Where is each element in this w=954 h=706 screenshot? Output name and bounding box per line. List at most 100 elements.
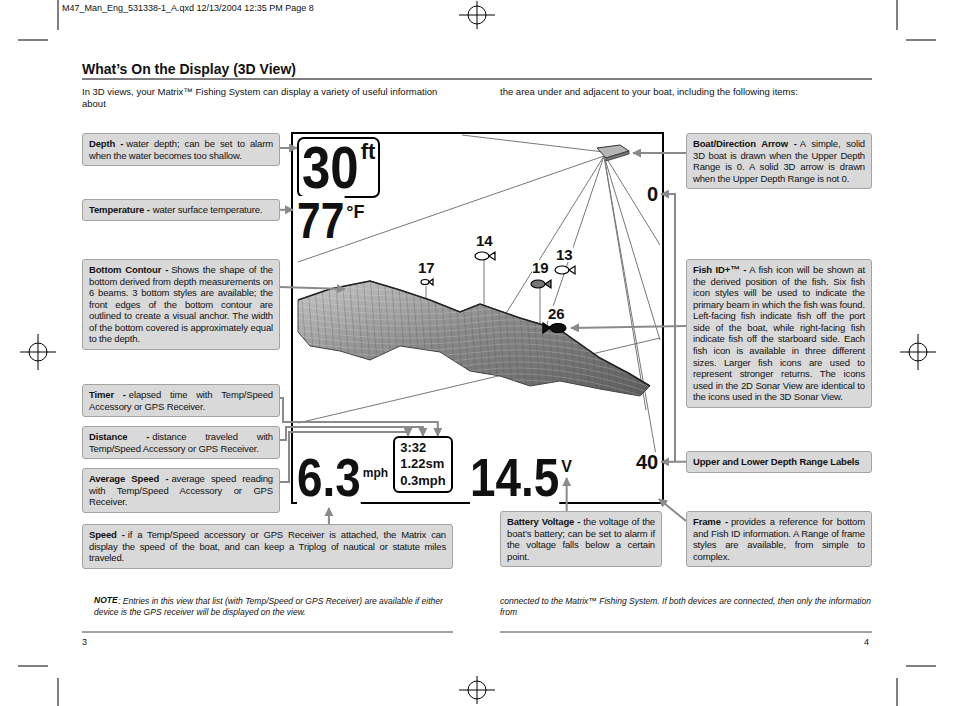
leader-line	[659, 499, 686, 521]
texture-stroke	[296, 306, 660, 336]
fish-icons	[421, 252, 575, 333]
callout-text: Frame -provides a reference for bottom a…	[693, 516, 865, 562]
trip-readout: 3:321.22sm0.3mph	[393, 436, 453, 493]
crop-marks	[18, 0, 936, 706]
callout-body: A fish icon will be shown at the derived…	[693, 264, 865, 402]
crop-mark	[897, 678, 898, 706]
callout-heading: Upper and Lower Depth Range Labels	[693, 456, 859, 467]
texture-stroke	[454, 275, 464, 400]
leader-line	[661, 194, 686, 462]
leader-line	[328, 508, 330, 524]
display-frame	[292, 133, 663, 503]
crop-mark	[58, 0, 59, 30]
texture-stroke	[296, 324, 660, 354]
callout-heading: Temperature -	[89, 204, 150, 215]
fish-icon	[475, 252, 495, 260]
page-title: What’s On the Display (3D View)	[82, 62, 296, 76]
depth-range-label: 0	[647, 184, 658, 204]
registration-mark	[900, 334, 936, 370]
texture-stroke	[296, 378, 660, 408]
fish-icon	[421, 279, 433, 285]
callout-box: Distance -distance traveled with Temp/Sp…	[82, 426, 280, 459]
fish-icon	[531, 280, 551, 288]
speed-value: 6.3	[297, 450, 361, 504]
depth-value: 30	[302, 139, 359, 196]
texture-stroke	[650, 275, 660, 400]
note-text: connected to the Matrix™ Fishing System.…	[500, 596, 872, 618]
texture-stroke	[573, 275, 583, 400]
fish-depth: 14	[476, 233, 493, 248]
footer-rule	[500, 632, 872, 633]
leader-connector	[280, 398, 438, 436]
callout-box: Depth -water depth; can be set to alarm …	[82, 133, 280, 166]
callout-box: Boat/Direction Arrow -A simple, solid 3D…	[686, 133, 872, 189]
leader-lines	[280, 153, 686, 524]
callout-box: Upper and Lower Depth Range Labels	[686, 451, 872, 473]
callout-text: Temperature -water surface temperature.	[89, 204, 273, 216]
texture-stroke	[524, 275, 534, 400]
callout-box: Average Speed -average speed reading wit…	[82, 468, 280, 513]
frame-lines	[298, 135, 660, 455]
intro-text: the area under and adjacent to your boat…	[500, 86, 872, 98]
fish-depth: 26	[548, 306, 565, 321]
texture-stroke	[461, 275, 471, 400]
texture-stroke	[296, 294, 660, 324]
callout-heading: Distance -	[89, 431, 149, 442]
crop-mark	[897, 0, 898, 30]
file-header: M47_Man_Eng_531338-1_A.qxd 12/13/2004 12…	[62, 4, 314, 13]
intro-text: In 3D views, your Matrix™ Fishing System…	[82, 86, 460, 111]
fish-icon	[555, 266, 575, 274]
registration-mark	[20, 334, 56, 370]
callout-heading: Frame -	[693, 516, 728, 527]
crop-mark	[18, 40, 48, 41]
leader-line	[566, 478, 568, 511]
texture-stroke	[531, 275, 541, 400]
texture-stroke	[552, 275, 562, 400]
callout-text: Depth -water depth; can be set to alarm …	[89, 138, 273, 161]
bottom-front-edge	[298, 281, 650, 386]
leader-line	[571, 326, 686, 328]
texture-stroke	[615, 275, 625, 400]
depth-unit: ft	[361, 141, 376, 163]
texture-stroke	[482, 275, 492, 400]
bottom-texture	[296, 275, 660, 426]
fish-depth: 13	[556, 247, 573, 262]
trip-value: 0.3mph	[400, 473, 446, 489]
leader-line	[280, 209, 293, 211]
crop-mark	[18, 666, 48, 667]
texture-stroke	[475, 275, 485, 400]
callout-text: Speed -if a Temp/Speed accessory or GPS …	[89, 529, 446, 564]
callout-box: Bottom Contour -Shows the shape of the b…	[82, 259, 280, 350]
callout-box: Timer -elapsed time with Temp/Speed Acce…	[82, 384, 280, 417]
page-number: 4	[864, 638, 869, 647]
callout-heading: Average Speed -	[89, 473, 168, 484]
texture-stroke	[296, 384, 660, 414]
texture-stroke	[296, 330, 660, 360]
texture-stroke	[587, 275, 597, 400]
leader-connector	[280, 147, 297, 149]
callout-body: water surface temperature.	[153, 204, 263, 215]
title-rule	[82, 79, 872, 80]
crop-mark	[906, 666, 936, 667]
texture-stroke	[489, 275, 499, 400]
texture-stroke	[296, 282, 660, 312]
note-label: NOTE	[94, 596, 118, 605]
callout-heading: Fish ID+™ -	[693, 264, 746, 275]
texture-stroke	[643, 275, 653, 400]
depth-range-label: 40	[636, 452, 658, 472]
callout-text: Distance -distance traveled with Temp/Sp…	[89, 431, 273, 454]
callout-box: Temperature -water surface temperature.	[82, 199, 280, 221]
texture-stroke	[503, 275, 513, 400]
texture-stroke	[594, 275, 604, 400]
depth-readout: 30ft	[297, 137, 380, 198]
callout-heading: Boat/Direction Arrow -	[693, 138, 797, 149]
callout-text: Fish ID+™ -A fish icon will be shown at …	[693, 264, 865, 403]
fish-icon	[543, 323, 566, 333]
callout-box: Battery Voltage -the voltage of the boat…	[500, 511, 662, 567]
texture-stroke	[296, 390, 660, 420]
callout-body: if a Temp/Speed accessory or GPS Receive…	[89, 529, 446, 563]
speed-unit: mph	[363, 467, 388, 479]
fish-depth: 17	[418, 260, 435, 275]
callout-heading: Depth -	[89, 138, 123, 149]
